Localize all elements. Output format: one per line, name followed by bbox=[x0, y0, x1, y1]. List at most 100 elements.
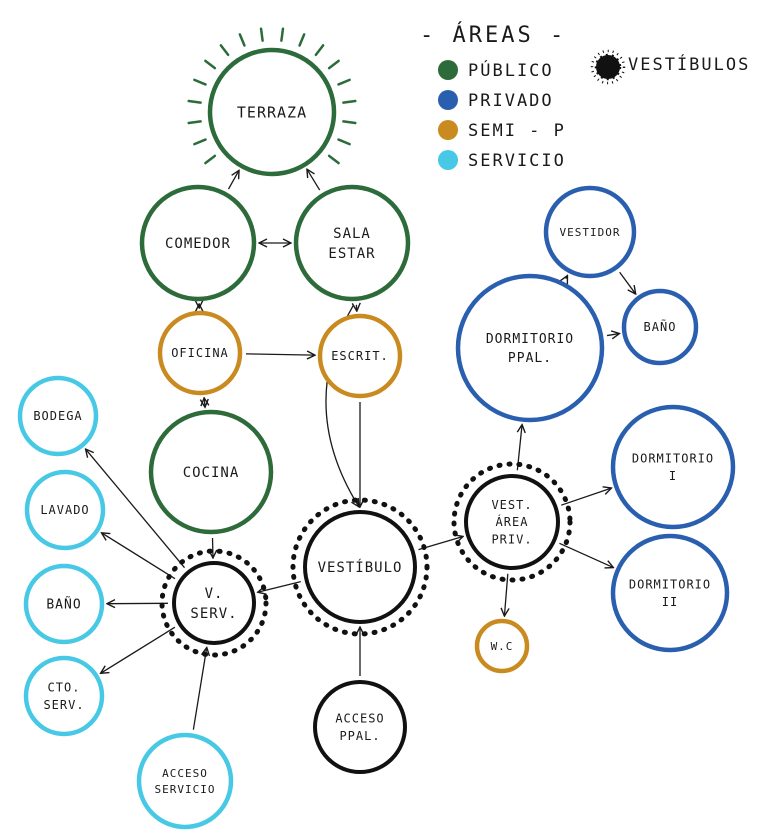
node-sala: SALA ESTAR bbox=[293, 184, 411, 302]
node-v_serv-circle bbox=[172, 561, 256, 645]
node-v_serv-label: SERV. bbox=[190, 606, 237, 622]
node-comedor: COMEDOR bbox=[139, 184, 257, 302]
node-acceso_servicio-label: SERVICIO bbox=[155, 783, 216, 796]
node-wc-circle bbox=[474, 618, 530, 674]
node-acceso_servicio-label: ACCESO bbox=[162, 767, 208, 780]
node-comedor-circle bbox=[139, 184, 257, 302]
node-dorm2: DORMITORIO II bbox=[610, 533, 730, 653]
node-bodega: BODEGA bbox=[17, 375, 99, 457]
node-v_serv-dots bbox=[159, 548, 269, 658]
node-escrit-circle bbox=[317, 313, 403, 399]
node-acceso_servicio: ACCESO SERVICIO bbox=[136, 732, 234, 830]
node-bodega-label: BODEGA bbox=[33, 409, 82, 423]
node-acceso_ppal-label: PPAL. bbox=[339, 729, 380, 743]
edge-dorm_ppal-vestidor bbox=[566, 276, 567, 278]
node-cto_serv-label: CTO. bbox=[48, 681, 81, 695]
node-bodega-circle bbox=[17, 375, 99, 457]
legend-swatch-vestibulos bbox=[594, 53, 622, 81]
node-terraza-label: TERRAZA bbox=[237, 103, 307, 121]
node-cto_serv-circle bbox=[23, 655, 105, 737]
node-oficina-label: OFICINA bbox=[171, 346, 229, 360]
node-vest_priv-dots bbox=[451, 461, 573, 583]
node-dorm_ppal-label: PPAL. bbox=[508, 351, 552, 366]
node-vestidor: VESTIDOR bbox=[543, 185, 637, 279]
legend-swatch-vestibulos-dots bbox=[590, 49, 626, 85]
node-vest_priv-circle bbox=[464, 474, 560, 570]
node-lavado-circle bbox=[24, 469, 106, 551]
node-sala-label: ESTAR bbox=[328, 246, 375, 262]
edge-vestidor-bano_ppal bbox=[619, 271, 635, 293]
node-vest_priv: VEST. ÁREA PRIV. bbox=[451, 461, 573, 583]
node-dorm1-label: I bbox=[669, 469, 677, 483]
node-lavado-label: LAVADO bbox=[40, 503, 89, 517]
node-wc-label: W.C bbox=[491, 640, 514, 653]
node-cocina: COCINA bbox=[148, 409, 274, 535]
legend-label-semi: SEMI - P bbox=[468, 121, 566, 141]
legend-swatch-privado bbox=[438, 90, 458, 110]
node-cto_serv-label: SERV. bbox=[43, 698, 84, 712]
nodes: TERRAZA COMEDOR SALA ESTAR OFICINA ESCRIT. COC… bbox=[17, 27, 736, 830]
node-acceso_servicio-circle bbox=[136, 732, 234, 830]
node-oficina: OFICINA bbox=[157, 310, 243, 396]
legend-swatch-servicio bbox=[438, 150, 458, 170]
node-vest_priv-label: ÁREA bbox=[496, 514, 529, 529]
node-dorm2-label: II bbox=[662, 595, 678, 609]
legend-label-servicio: SERVICIO bbox=[468, 151, 566, 171]
legend: - ÁREAS - PÚBLICO VESTÍBULOS PRIVADO SEM… bbox=[420, 22, 750, 171]
edge-oficina-cocina bbox=[204, 399, 205, 406]
node-dorm1-circle bbox=[610, 404, 736, 530]
node-bano_ppal-circle bbox=[621, 288, 699, 366]
edge-sala-terraza bbox=[307, 170, 321, 191]
node-acceso_ppal: ACCESO PPAL. bbox=[313, 680, 407, 774]
node-bano_serv-circle bbox=[23, 563, 105, 645]
node-escrit: ESCRIT. bbox=[317, 313, 403, 399]
node-vestibulo-dots bbox=[290, 497, 430, 637]
node-dorm1-label: DORMITORIO bbox=[632, 452, 714, 466]
node-vestibulo: VESTÍBULO bbox=[290, 497, 430, 637]
edge-oficina-escrit bbox=[245, 354, 314, 355]
legend-label-publico: PÚBLICO bbox=[468, 59, 554, 81]
node-vestibulo-label: VESTÍBULO bbox=[318, 559, 403, 576]
node-bano_serv-label: BAÑO bbox=[46, 597, 81, 613]
edge-acceso_servicio-v_serv bbox=[192, 648, 206, 730]
node-sala-circle bbox=[293, 184, 411, 302]
edge-vest_priv-dorm1 bbox=[560, 488, 610, 506]
node-dorm2-label: DORMITORIO bbox=[629, 578, 711, 592]
node-vestibulo-circle bbox=[303, 510, 417, 624]
node-comedor-label: COMEDOR bbox=[165, 236, 231, 252]
node-escrit-label: ESCRIT. bbox=[331, 349, 389, 363]
edge-v_serv-lavado bbox=[102, 533, 176, 580]
node-acceso_ppal-label: ACCESO bbox=[335, 712, 384, 726]
node-wc: W.C bbox=[474, 618, 530, 674]
node-terraza: TERRAZA bbox=[187, 27, 357, 177]
legend-title: - ÁREAS - bbox=[420, 22, 566, 48]
legend-swatch-publico bbox=[438, 60, 458, 80]
node-sala-label: SALA bbox=[333, 226, 371, 242]
node-cto_serv: CTO. SERV. bbox=[23, 655, 105, 737]
edge-vestibulo-v_serv bbox=[259, 580, 301, 592]
node-v_serv-label: V. bbox=[205, 586, 224, 602]
node-bano_ppal-label: BAÑO bbox=[644, 319, 677, 334]
node-acceso_ppal-circle bbox=[313, 680, 407, 774]
node-vest_priv-label: PRIV. bbox=[491, 533, 532, 547]
node-cocina-circle bbox=[148, 409, 274, 535]
legend-label-privado: PRIVADO bbox=[468, 91, 554, 111]
legend-swatch-semi bbox=[438, 120, 458, 140]
node-lavado: LAVADO bbox=[24, 469, 106, 551]
node-dorm2-circle bbox=[610, 533, 730, 653]
terraza-sun-rays bbox=[187, 27, 357, 165]
edge-comedor-terraza bbox=[227, 171, 238, 190]
edge-vest_priv-dorm2 bbox=[559, 542, 612, 567]
node-terraza-circle bbox=[207, 47, 337, 177]
node-dorm1: DORMITORIO I bbox=[610, 404, 736, 530]
node-vestidor-circle bbox=[543, 185, 637, 279]
node-v_serv: V. SERV. bbox=[159, 548, 269, 658]
legend-label-vestibulos: VESTÍBULOS bbox=[628, 53, 750, 75]
node-vest_priv-label: VEST. bbox=[491, 498, 532, 512]
node-bano_serv: BAÑO bbox=[23, 563, 105, 645]
edge-dorm_ppal-bano_ppal bbox=[606, 334, 619, 336]
node-cocina-label: COCINA bbox=[183, 465, 240, 481]
edge-vest_priv-wc bbox=[504, 573, 507, 615]
